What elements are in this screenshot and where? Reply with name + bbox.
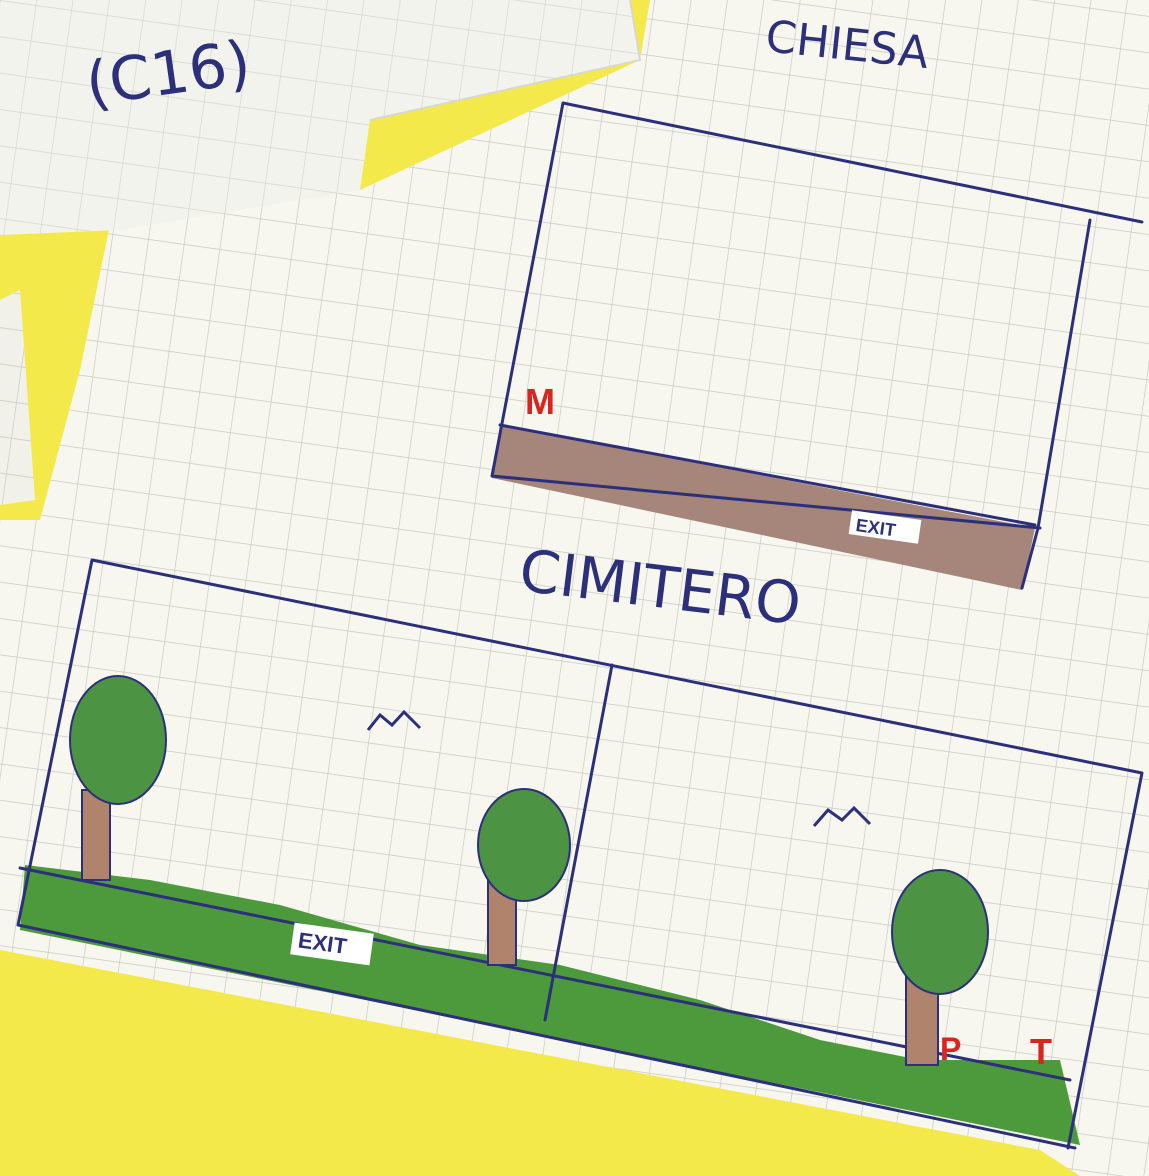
marker-m: M [525, 381, 555, 422]
marker-p: P [940, 1031, 961, 1067]
marker-t: T [1030, 1031, 1052, 1072]
